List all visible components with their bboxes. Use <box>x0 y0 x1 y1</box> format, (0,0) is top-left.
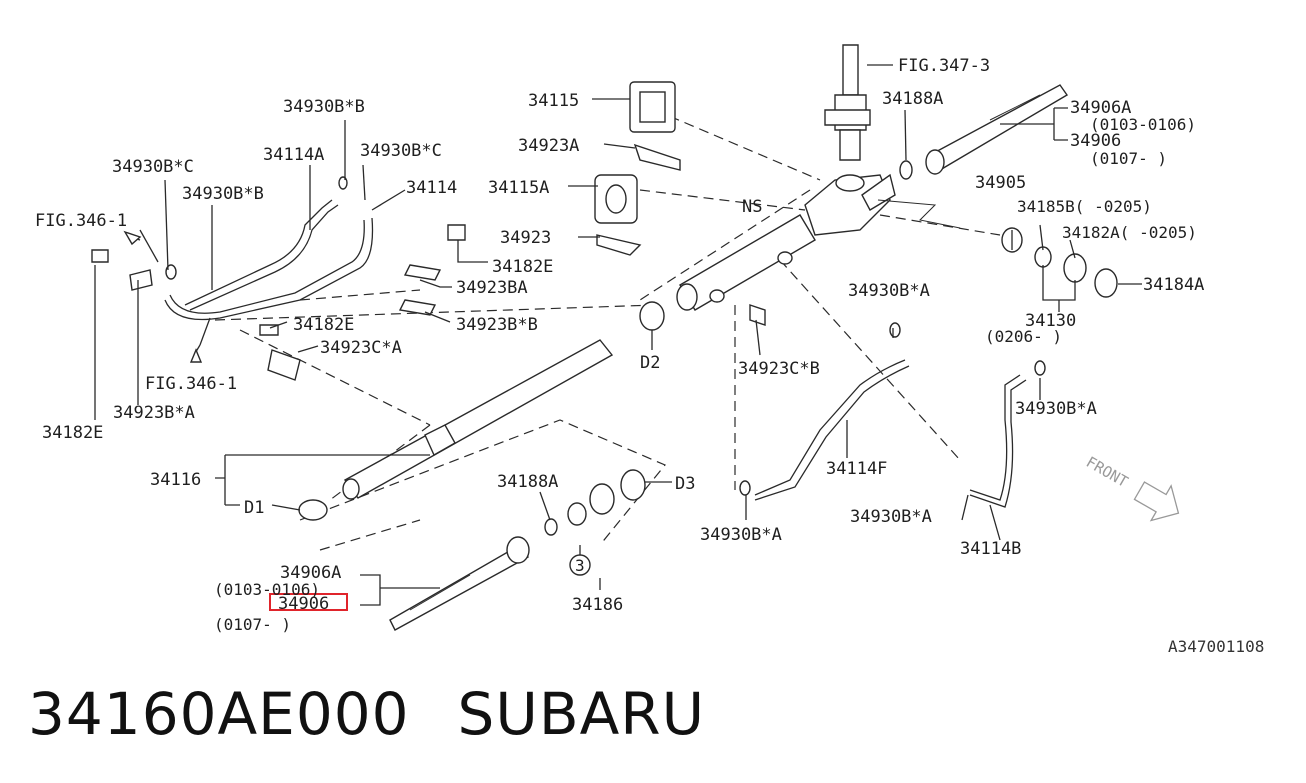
label-34906-top: 34906 <box>1070 131 1121 151</box>
steering-rack <box>342 44 913 500</box>
label-34923a: 34923A <box>518 136 579 156</box>
label-d2: D2 <box>640 353 660 373</box>
label-range-0107-top: (0107- ) <box>1090 149 1167 168</box>
label-34930ba-2: 34930B*A <box>1015 399 1097 419</box>
label-34188a-top: 34188A <box>882 89 943 109</box>
label-34188a-bottom: 34188A <box>497 472 558 492</box>
label-34185b: 34185B( -0205) <box>1017 197 1152 216</box>
label-34186: 34186 <box>572 595 623 615</box>
label-range-0206: (0206- ) <box>985 327 1062 346</box>
label-34923bb: 34923B*B <box>456 315 538 335</box>
label-34905: 34905 <box>975 173 1026 193</box>
highlighted-part-box <box>269 593 348 611</box>
label-34184a: 34184A <box>1143 275 1204 295</box>
label-34114a: 34114A <box>263 145 324 165</box>
label-34182a: 34182A( -0205) <box>1062 223 1197 242</box>
label-34116: 34116 <box>150 470 201 490</box>
label-34923: 34923 <box>500 228 551 248</box>
label-34930ba-3: 34930B*A <box>700 525 782 545</box>
caption: 34160AE000 SUBARU <box>28 680 705 748</box>
label-34930bb-top: 34930B*B <box>283 97 365 117</box>
label-34923ba-left: 34923B*A <box>113 403 195 423</box>
label-34115a: 34115A <box>488 178 549 198</box>
label-34906a-bottom: 34906A <box>280 563 341 583</box>
part-labels: FIG.347-3 34188A 34115 34923A 34115A 349… <box>35 56 1264 656</box>
label-34930ba-4: 34930B*A <box>850 507 932 527</box>
brand-name: SUBARU <box>457 680 706 748</box>
tie-rod-upper <box>925 84 1069 175</box>
label-34115: 34115 <box>528 91 579 111</box>
small-parts <box>91 81 1118 576</box>
label-ns: NS <box>742 197 762 217</box>
label-34182e-mid: 34182E <box>492 257 553 277</box>
label-34130: 34130 <box>1025 311 1076 331</box>
label-34114f: 34114F <box>826 459 887 479</box>
label-34906-bottom: 34906 <box>278 594 329 614</box>
label-34930ba-1: 34930B*A <box>848 281 930 301</box>
assembly-guide-lines <box>214 109 1001 551</box>
label-34923ba: 34923BA <box>456 278 528 298</box>
diagram-code: A347001108 <box>1168 637 1264 656</box>
arrows <box>123 199 961 363</box>
label-range-0107-bottom: (0107- ) <box>214 615 291 634</box>
label-range-0103-0106-top: (0103-0106) <box>1090 115 1196 134</box>
front-label: FRONT <box>1083 453 1131 491</box>
hydraulic-lines <box>164 176 1046 508</box>
part-number: 34160AE000 <box>28 680 410 748</box>
parts-diagram: FRONT FIG.347-3 34188A 34115 34923A 3411… <box>35 44 1264 656</box>
label-34114: 34114 <box>406 178 457 198</box>
label-34930bc-left: 34930B*C <box>112 157 194 177</box>
label-d1: D1 <box>244 498 264 518</box>
label-fig-346-1-top: FIG.346-1 <box>35 211 127 231</box>
label-34923ca: 34923C*A <box>320 338 402 358</box>
label-fig-346-1-bottom: FIG.346-1 <box>145 374 237 394</box>
label-34114b: 34114B <box>960 539 1021 559</box>
label-34906a-top: 34906A <box>1070 98 1131 118</box>
label-34182e-left: 34182E <box>42 423 103 443</box>
tie-rod-lower <box>389 536 530 631</box>
front-direction-marker: FRONT <box>1083 453 1180 522</box>
label-circle-3: 3 <box>575 556 585 575</box>
label-34923cb: 34923C*B <box>738 359 820 379</box>
label-34930bb-mid: 34930B*B <box>182 184 264 204</box>
label-34182e-left2: 34182E <box>293 315 354 335</box>
label-range-0103-0106-bottom: (0103-0106) <box>214 580 320 599</box>
label-d3: D3 <box>675 474 695 494</box>
label-fig-347-3: FIG.347-3 <box>898 56 990 76</box>
label-34930bc-right: 34930B*C <box>360 141 442 161</box>
